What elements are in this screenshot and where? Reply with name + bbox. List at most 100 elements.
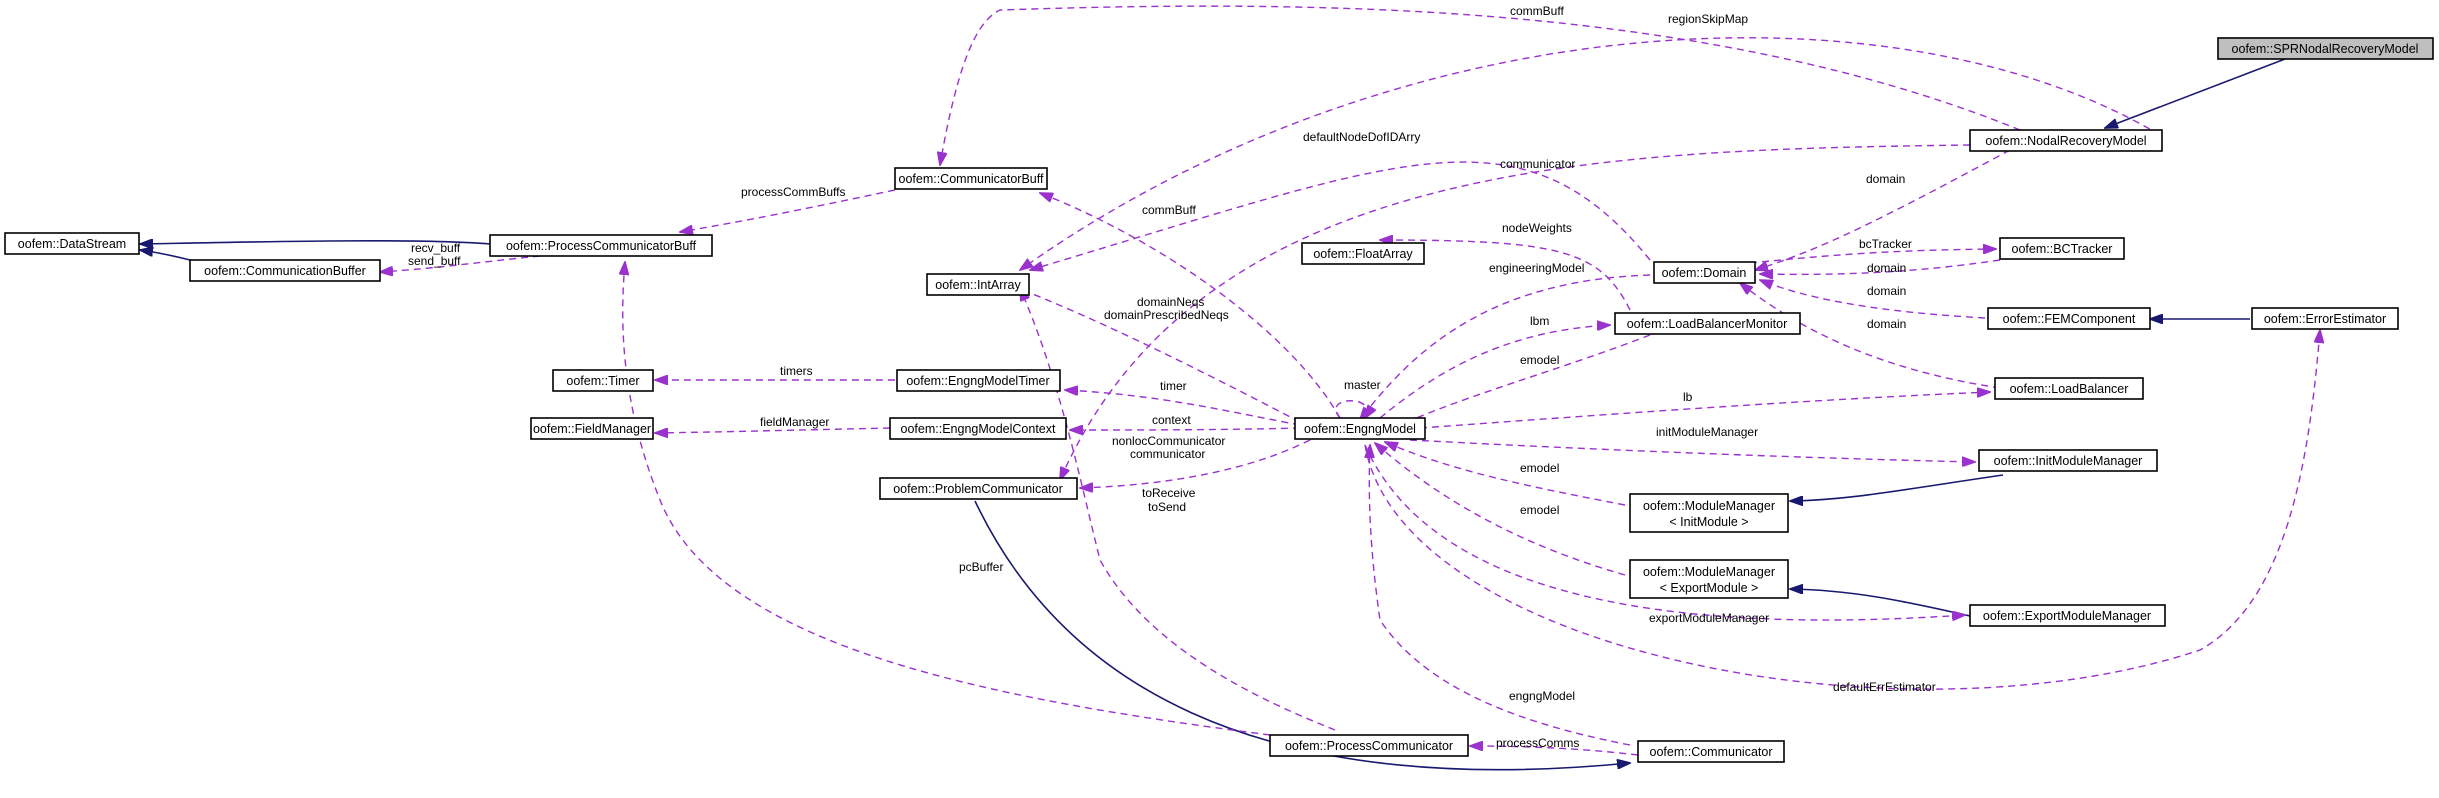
label-lb: lb [1683, 390, 1693, 404]
node-bc-tracker[interactable]: oofem::BCTracker [1999, 237, 2125, 260]
node-label: oofem::ProcessCommunicatorBuff [506, 239, 697, 253]
node-label: oofem::ProcessCommunicator [1285, 739, 1453, 753]
node-problem-communicator[interactable]: oofem::ProblemCommunicator [879, 477, 1078, 500]
edge-process-comm-buffs [680, 189, 896, 232]
node-module-manager-init[interactable]: oofem::ModuleManager < InitModule > [1629, 493, 1789, 533]
edge-engineering-model [1360, 274, 1651, 420]
node-label: oofem::EngngModelContext [901, 422, 1056, 436]
node-label: oofem::LoadBalancerMonitor [1627, 317, 1788, 331]
node-int-array[interactable]: oofem::IntArray [926, 273, 1030, 296]
node-domain[interactable]: oofem::Domain [1653, 261, 1756, 284]
node-engng-model-timer[interactable]: oofem::EngngModelTimer [896, 369, 1061, 392]
node-label-line1: oofem::ModuleManager [1643, 499, 1775, 513]
edge-process-comms [1470, 746, 1639, 756]
node-communicator[interactable]: oofem::Communicator [1637, 740, 1785, 763]
label-init-module-manager: initModuleManager [1656, 425, 1758, 439]
node-label: oofem::Domain [1662, 266, 1747, 280]
node-fem-component[interactable]: oofem::FEMComponent [1987, 307, 2151, 330]
node-label: oofem::EngngModelTimer [906, 374, 1049, 388]
node-spr-nodal-recovery-model[interactable]: oofem::SPRNodalRecoveryModel [2217, 37, 2434, 60]
edge-timer [1065, 390, 1301, 426]
node-label-line2: < InitModule > [1669, 515, 1748, 529]
label-domain-lb: domain [1867, 317, 1906, 331]
node-label: oofem::IntArray [935, 278, 1021, 292]
node-error-estimator[interactable]: oofem::ErrorEstimator [2251, 307, 2399, 330]
edge-domain-bct [1760, 259, 2001, 274]
edge-commbuffer-to-datastream [140, 250, 191, 261]
node-label: oofem::FloatArray [1313, 247, 1413, 261]
edge-domain-neqs [1015, 287, 1301, 423]
label-comm-buff-mid: commBuff [1142, 203, 1196, 217]
node-export-module-manager[interactable]: oofem::ExportModuleManager [1969, 604, 2166, 627]
node-communicator-buff[interactable]: oofem::CommunicatorBuff [894, 167, 1048, 190]
label-domain-neqs: domainNeqs [1137, 295, 1204, 309]
node-float-array[interactable]: oofem::FloatArray [1301, 242, 1425, 265]
edge-pcbuff-to-datastream [140, 241, 491, 244]
label-nonloc-communicator: nonlocCommunicator [1112, 434, 1225, 448]
label-communicator: communicator [1500, 157, 1575, 171]
node-nodal-recovery-model[interactable]: oofem::NodalRecoveryModel [1969, 129, 2163, 152]
node-load-balancer[interactable]: oofem::LoadBalancer [1994, 377, 2144, 400]
label-domain-prescribed-neqs: domainPrescribedNeqs [1104, 308, 1229, 322]
label-context: context [1152, 413, 1191, 427]
node-label: oofem::LoadBalancer [2010, 382, 2129, 396]
node-label: oofem::FEMComponent [2003, 312, 2136, 326]
node-label-line2: < ExportModule > [1660, 581, 1759, 595]
node-label-line1: oofem::ModuleManager [1643, 565, 1775, 579]
node-init-module-manager[interactable]: oofem::InitModuleManager [1978, 449, 2158, 472]
node-module-manager-export[interactable]: oofem::ModuleManager < ExportModule > [1629, 559, 1789, 599]
node-field-manager[interactable]: oofem::FieldManager [530, 417, 654, 440]
edge-emodel-export [1375, 443, 1626, 576]
node-label: oofem::Communicator [1650, 745, 1773, 759]
label-default-err-estimator: defaultErrEstimator [1833, 680, 1936, 694]
node-engng-model[interactable]: oofem::EngngModel [1294, 417, 1426, 440]
edge-communicator-nrm [1060, 144, 1971, 480]
edge-initmm-to-modulemanager [1790, 474, 2004, 501]
label-communicator-pc: communicator [1130, 447, 1205, 461]
label-to-receive: toReceive [1142, 486, 1196, 500]
node-timer[interactable]: oofem::Timer [552, 369, 654, 392]
label-send-buff: send_buff [408, 254, 461, 268]
label-emodel-lbm: emodel [1520, 353, 1559, 367]
label-process-comms: processComms [1496, 736, 1579, 750]
node-label: oofem::FieldManager [533, 422, 651, 436]
edge-nonloc-communicator [1080, 439, 1311, 488]
label-recv-buff: recv_buff [411, 241, 461, 255]
edge-default-node-dof [1030, 161, 1651, 270]
label-export-module-manager: exportModuleManager [1649, 611, 1769, 625]
edge-commbuff-top [940, 5, 2021, 165]
node-engng-model-context[interactable]: oofem::EngngModelContext [889, 417, 1067, 440]
edge-pc-buffer [623, 262, 1271, 736]
node-label: oofem::ExportModuleManager [1983, 609, 2151, 623]
node-load-balancer-monitor[interactable]: oofem::LoadBalancerMonitor [1614, 312, 1801, 335]
edge-commbuff-mid [1040, 193, 1341, 419]
label-node-weights: nodeWeights [1502, 221, 1572, 235]
label-engng-model: engngModel [1509, 689, 1575, 703]
node-label: oofem::InitModuleManager [1994, 454, 2143, 468]
node-data-stream[interactable]: oofem::DataStream [4, 232, 140, 255]
edge-master [1335, 400, 1368, 418]
label-timers: timers [780, 364, 813, 378]
edge-emodel-lbm [1390, 334, 1651, 430]
edge-region-skip-map [1020, 37, 2161, 270]
label-emodel-init: emodel [1520, 461, 1559, 475]
node-communication-buffer[interactable]: oofem::CommunicationBuffer [189, 259, 381, 282]
edge-exportmm-to-modulemanager [1790, 589, 1971, 617]
edge-lbm [1379, 325, 1610, 419]
node-process-communicator-buff[interactable]: oofem::ProcessCommunicatorBuff [489, 234, 713, 257]
label-domain-nrm: domain [1866, 172, 1905, 186]
nodes: oofem::SPRNodalRecoveryModel oofem::Noda… [4, 37, 2434, 763]
label-domain-bct: domain [1867, 261, 1906, 275]
label-comm-buff-top: commBuff [1510, 4, 1564, 18]
edge-labels: commBuff regionSkipMap defaultNodeDofIDA… [408, 4, 1936, 750]
edge-communicator-to-problemcommunicator [974, 500, 1630, 771]
edge-domain-fem [1760, 280, 1986, 319]
node-process-communicator[interactable]: oofem::ProcessCommunicator [1269, 734, 1469, 757]
inheritance-edges [140, 58, 2286, 771]
edge-lb [1419, 392, 1990, 429]
label-process-comm-buffs: processCommBuffs [741, 185, 845, 199]
label-emodel-export: emodel [1520, 503, 1559, 517]
edge-context [1070, 428, 1301, 430]
label-pc-buffer: pcBuffer [959, 560, 1003, 574]
